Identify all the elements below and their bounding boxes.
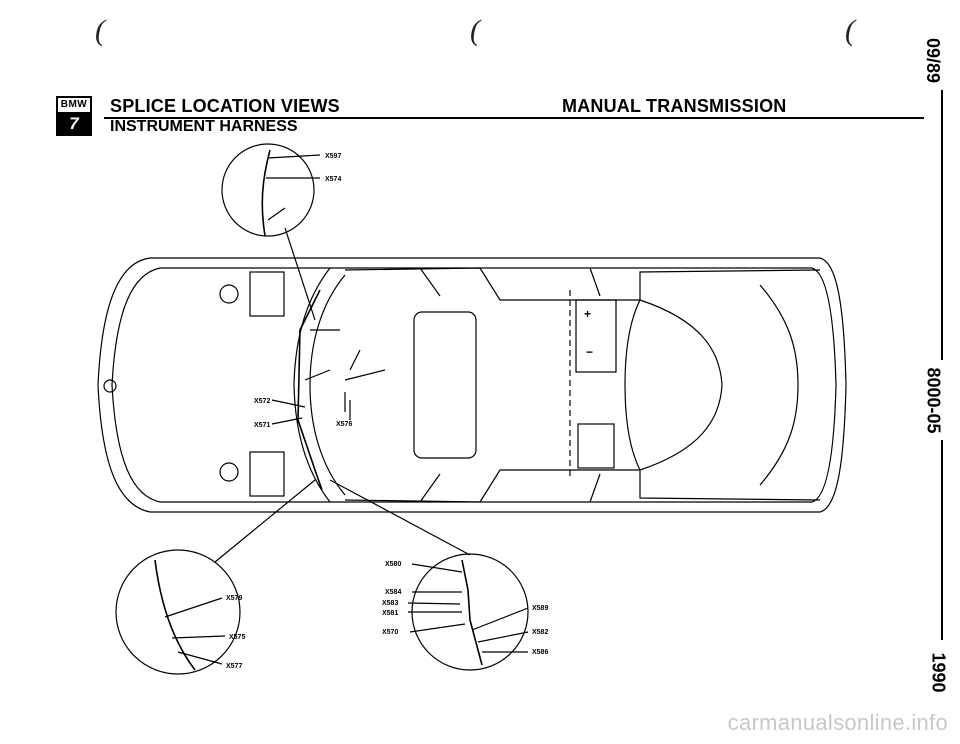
section-title: MANUAL TRANSMISSION	[562, 96, 787, 116]
strut-mount-lower	[219, 462, 239, 482]
page-subtitle: INSTRUMENT HARNESS	[110, 118, 298, 135]
car-body-inner	[111, 267, 837, 503]
car-body-outline	[97, 257, 847, 513]
label-x582: X582	[532, 629, 548, 636]
arrow-x597	[267, 154, 321, 159]
rear-window	[624, 299, 723, 471]
strut-mount-upper	[219, 284, 239, 304]
label-x572: X572	[254, 398, 270, 405]
header-rule	[104, 117, 924, 119]
bmw-7-logo: BMW 7	[56, 96, 92, 136]
engine-component-upper	[249, 271, 285, 317]
label-x580: X580	[385, 561, 401, 568]
scan-mark-center: (	[470, 14, 480, 47]
battery	[575, 299, 617, 373]
logo-brand: BMW	[58, 98, 90, 114]
trunk-box	[577, 423, 615, 469]
leader-bottom-right	[329, 479, 471, 556]
scan-mark-left: (	[95, 14, 105, 47]
arrow-x580	[411, 563, 463, 573]
arrow-x582	[477, 631, 529, 643]
label-x586: X586	[532, 649, 548, 656]
arrow-x577	[177, 651, 223, 665]
label-x575: X575	[229, 634, 245, 641]
windshield-inner	[309, 274, 346, 496]
door-line-top	[419, 267, 601, 297]
arrow-x575	[171, 635, 226, 639]
harness-branch	[304, 329, 386, 420]
label-x577: X577	[226, 663, 242, 670]
sunroof	[413, 311, 477, 459]
label-x584: X584	[385, 589, 401, 596]
label-x576: X576	[336, 421, 352, 428]
logo-series: 7	[58, 114, 90, 134]
label-x589: X589	[532, 605, 548, 612]
arrow-x579	[164, 597, 223, 618]
label-x570: X570	[382, 629, 398, 636]
side-window-top	[344, 267, 821, 301]
arrow-x571	[271, 417, 303, 425]
door-line-bottom	[419, 473, 601, 503]
battery-plus: +	[584, 307, 591, 321]
battery-minus: −	[586, 345, 593, 359]
detail-br-wire	[461, 559, 483, 666]
label-x583: X583	[382, 600, 398, 607]
label-x571: X571	[254, 422, 270, 429]
label-x581: X581	[382, 610, 398, 617]
watermark: carmanualsonline.info	[727, 710, 948, 735]
label-x597: X597	[325, 153, 341, 160]
label-x574: X574	[325, 176, 341, 183]
hood-emblem	[103, 379, 117, 393]
arrow-x572	[271, 399, 306, 408]
scan-mark-right: (	[845, 14, 855, 47]
detail-top-wire	[261, 149, 271, 237]
side-window-bottom	[344, 469, 821, 503]
leader-bottom-left	[214, 479, 316, 563]
trunk-line	[759, 284, 799, 486]
detail-bl-wire	[154, 559, 196, 671]
engine-component-lower	[249, 451, 285, 497]
leader-top	[284, 227, 316, 321]
arrow-x570	[409, 623, 466, 633]
detail-circle-bottom-left	[115, 549, 241, 675]
detail-circle-top	[221, 143, 315, 237]
windshield	[293, 267, 331, 503]
arrow-x583	[407, 602, 461, 605]
side-rule-top	[941, 90, 943, 360]
detail-top-branch	[267, 207, 286, 221]
arrow-x589	[471, 607, 529, 631]
page-title: SPLICE LOCATION VIEWS	[110, 96, 340, 116]
label-x579: X579	[226, 595, 242, 602]
side-rule-bottom	[941, 440, 943, 640]
harness-main	[297, 289, 323, 491]
